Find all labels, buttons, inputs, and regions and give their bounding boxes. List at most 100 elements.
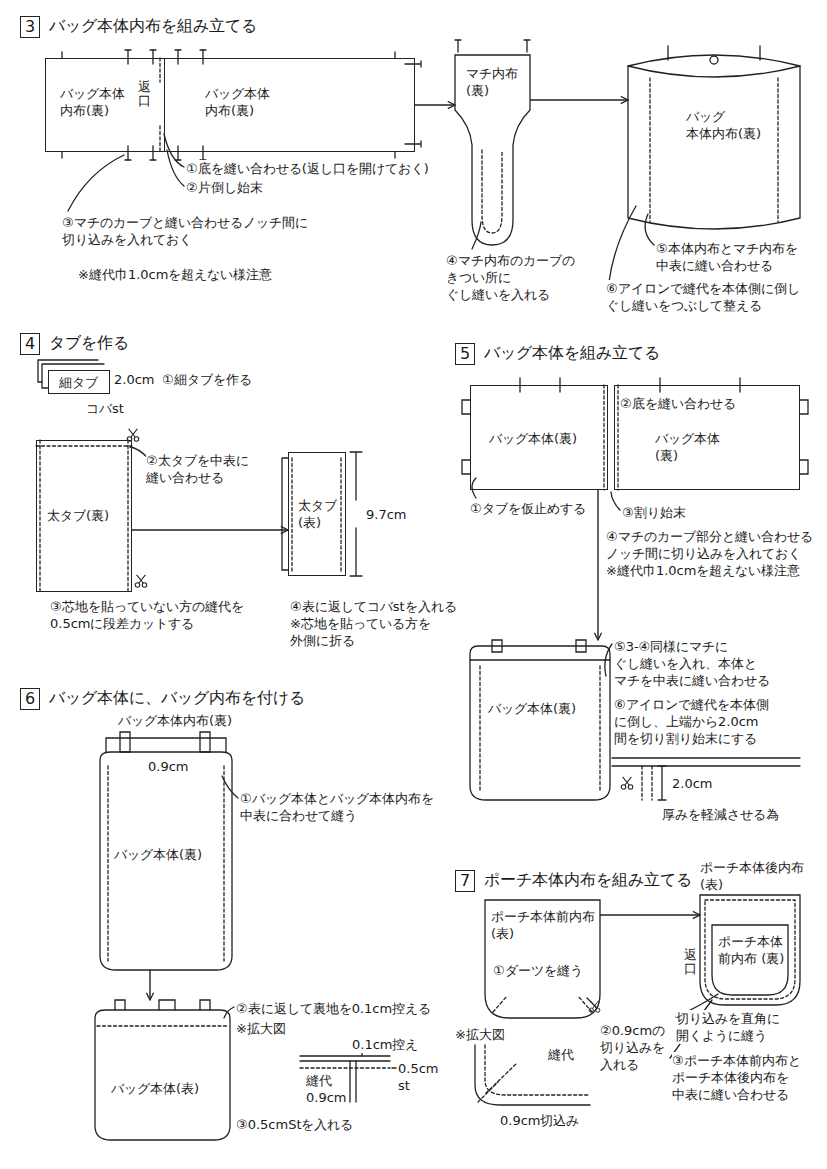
piece-label: ポーチ本体前内布 (表) [491, 908, 597, 942]
callout-note: 切り込みを直角に 開くように縫う [676, 1010, 782, 1044]
fabric-piece: 太タブ (表) [288, 452, 346, 576]
dimension-label: 0.9cm切込み [500, 1112, 580, 1129]
callout-note: コバst [86, 400, 124, 417]
callout-note: ①細タブを作る [162, 371, 252, 388]
piece-line [668, 46, 760, 60]
callout-note: ③芯地を貼っていない方の縫代を 0.5cmに段差カットする [50, 598, 246, 632]
dimension-label: 2.0cm [114, 371, 155, 388]
fabric-piece: 太タブ(裏) [36, 440, 132, 592]
piece-line [159, 1000, 175, 1010]
callout-note: ⑤本体内布とマチ内布を 中表に縫い合わせる [656, 240, 800, 274]
callout-note: ※縫代巾1.0cmを超えない様注意 [78, 266, 272, 283]
piece-line [106, 738, 226, 752]
step-arrow [600, 914, 700, 915]
callout-note: ③0.5cmStを入れる [236, 1116, 354, 1133]
dimension-label: 9.7cm [366, 506, 407, 523]
piece-line [455, 55, 530, 245]
callout-note: ②表に返して裏地を0.1cm控える [236, 1000, 431, 1017]
step-number: 6 [21, 690, 39, 708]
piece-outline [628, 52, 800, 232]
callout-note: ※拡大図 [455, 1026, 505, 1043]
callout-note: ①ダーツを縫う [493, 962, 583, 979]
piece-line [628, 55, 800, 229]
step-number: 5 [456, 345, 474, 363]
fabric-piece: バッグ本体 内布(裏) [165, 58, 415, 152]
piece-label: バッグ本体 内布(裏) [205, 85, 272, 119]
piece-line [470, 646, 610, 800]
piece-line [470, 659, 610, 660]
step-heading: ポーチ本体内布を組み立てる [484, 871, 692, 889]
step-number: 4 [21, 335, 39, 353]
piece-label: ポーチ本体 前内布 (裏) [718, 933, 785, 967]
stitch-line [650, 78, 778, 222]
dimension-label: 0.5cm st [398, 1060, 441, 1094]
callout-note: ①タブを仮止めする [470, 500, 586, 517]
piece-label: ポーチ本体後内布 (表) [700, 859, 806, 893]
piece-line [700, 895, 800, 1005]
callout-note: ②太タブを中表に 縫い合わせる [146, 452, 251, 486]
step-number-box: 7ポーチ本体内布を組み立てる [455, 870, 475, 892]
callout-note: ②片倒し始末 [186, 179, 263, 196]
callout-note: ③ポーチ本体前内布と ポーチ本体後内布を 中表に縫い合わせる [672, 1052, 803, 1103]
piece-label: 細タブ [59, 374, 98, 391]
callout-note: ②0.9cmの 切り込みを 入れる [600, 1022, 668, 1073]
dimension-label: 2.0cm [672, 775, 713, 792]
fabric-piece: ポーチ本体前内布 (表) [485, 900, 600, 1018]
stitch-line [493, 996, 592, 1012]
piece-label: バッグ 本体内布(裏) [686, 108, 764, 142]
piece-line [120, 732, 210, 752]
piece-label: バッグ本体 内布(裏) [60, 85, 127, 119]
piece-label: バッグ本体(表) [111, 1080, 199, 1097]
piece-label: 太タブ(裏) [47, 507, 109, 524]
piece-line [115, 1000, 210, 1010]
dimension-label: 0.9cm [148, 758, 189, 775]
callout-note: ⑤3-④同様にマチに ぐし縫いを入れ、本体と マチを中表に縫い合わせる [614, 638, 772, 689]
piece-line [712, 925, 788, 995]
fabric-piece: バッグ本体(裏) [470, 385, 608, 490]
callout-note: 縫代 [548, 1046, 574, 1063]
step-number-box: 6バッグ本体に、バッグ内布を付ける [20, 688, 40, 710]
callout-note: ⑥アイロンで縫代を本体側 に倒し、上端から2.0cm 間を切り割り始末にする [614, 696, 771, 747]
step-heading: バッグ本体に、バッグ内布を付ける [49, 689, 305, 707]
piece-line [710, 56, 718, 64]
step-arrow [597, 490, 598, 640]
step-number: 3 [21, 18, 39, 36]
fabric-piece: ポーチ本体後内布 (表)ポーチ本体 前内布 (裏) [700, 895, 800, 1005]
opening-label: 返口 [684, 948, 697, 977]
callout-note: ④マチ内布のカーブの きつい所に ぐし縫いを入れる [446, 252, 577, 303]
callout-note: ④表に返してコバstを入れる ※芯地を貼っている方を 外側に折る [290, 598, 459, 649]
step-arrow [530, 99, 628, 100]
callout-note: ①底を縫い合わせる(返し口を開けておく) [186, 160, 429, 177]
step-number: 7 [456, 872, 474, 890]
fabric-piece: バッグ本体(裏) [470, 640, 610, 800]
piece-label: バッグ本体(裏) [488, 700, 576, 717]
piece-outline [470, 640, 610, 800]
callout-note: ①バッグ本体とバッグ本体内布を 中表に合わせて縫う [240, 790, 436, 824]
callout-note: ④マチのカーブ部分と縫い合わせる ノッチ間に切り込みを入れておく ※縫代巾1.0… [606, 528, 815, 579]
piece-line [587, 998, 596, 1007]
callout-note: ⑥アイロンで縫代を本体側に倒し ぐし縫いをつぶして整える [606, 280, 802, 314]
stitch-line [482, 150, 502, 233]
piece-line [100, 752, 232, 970]
dimension-label: 縫代 0.9cm [306, 1072, 349, 1106]
stitch-line [705, 900, 795, 999]
step-arrow [415, 104, 455, 105]
step-arrow [132, 529, 288, 530]
fabric-piece: バッグ 本体内布(裏) [628, 52, 800, 232]
callout-note: バッグ本体内布(裏) [118, 712, 232, 729]
callout-note: 厚みを軽減させる為 [662, 806, 779, 823]
piece-outline [95, 1000, 230, 1140]
piece-line [485, 900, 600, 1018]
callout-note: ②底を縫い合わせる [620, 395, 736, 412]
step-number-box: 4タブを作る [20, 333, 40, 355]
stitch-line [480, 666, 600, 790]
step-heading: バッグ本体を組み立てる [484, 344, 660, 362]
stitch-line [108, 766, 224, 961]
piece-line [628, 66, 800, 77]
step-number-box: 5バッグ本体を組み立てる [455, 343, 475, 365]
step-heading: バッグ本体内布を組み立てる [49, 17, 257, 35]
fabric-piece: マチ内布 (裏) [455, 55, 530, 245]
step-arrow [149, 970, 150, 1000]
piece-label: バッグ本体(裏) [489, 430, 577, 447]
